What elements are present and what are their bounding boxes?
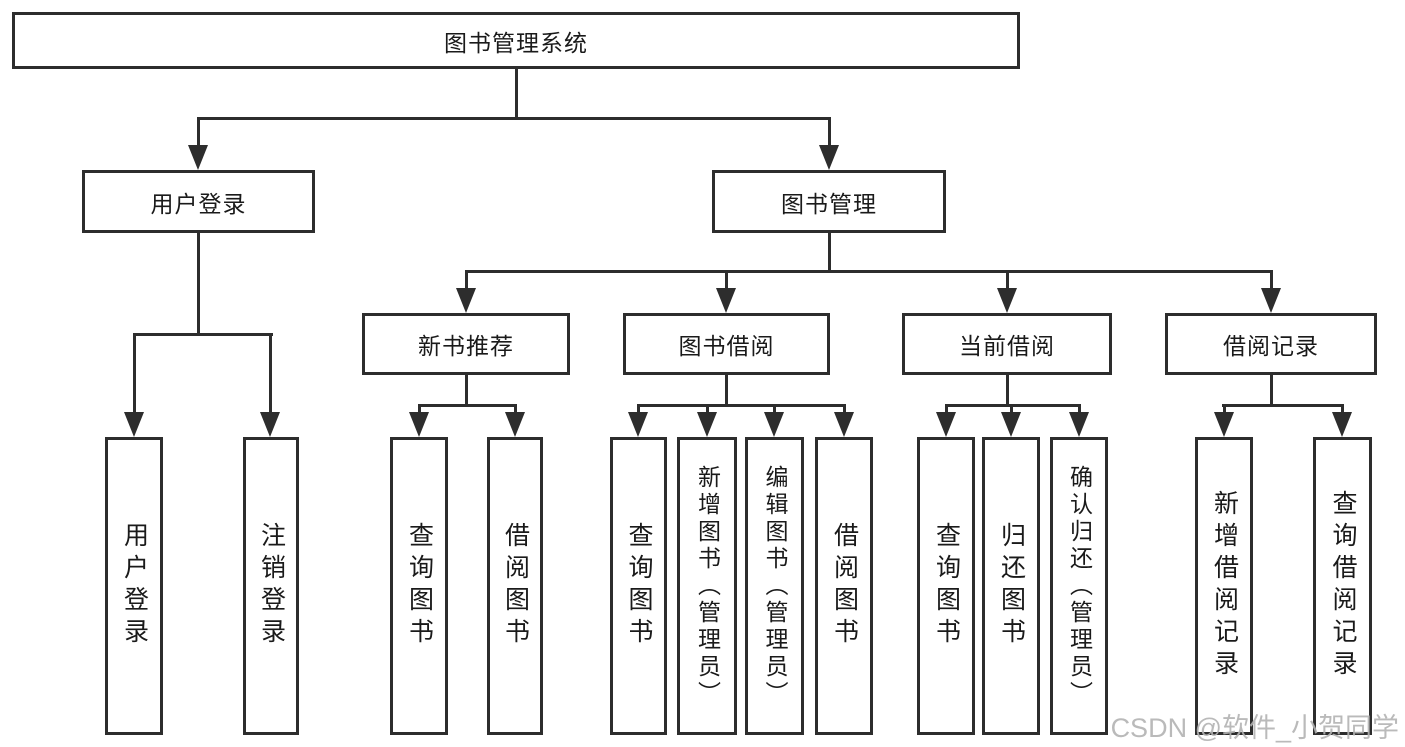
arrowhead-down-icon [819,145,839,170]
connector-root-hline [197,117,831,120]
node-book-management: 图书管理 [712,170,946,233]
leaf-label: 查询图书 [405,522,434,650]
arrowhead-down-icon [124,412,144,437]
connector-sec2-hline [637,404,846,407]
leaf-confirm-return-admin: 确认归还（管理员） [1050,437,1108,735]
arrowhead-down-icon [834,412,854,437]
leaf-label: 确认归还（管理员） [1066,464,1093,708]
connector-sec2-leaf4-stub [843,404,846,414]
connector-sec2-leaf2-stub [706,404,709,414]
connector-book-vline [828,233,831,273]
leaf-query-borrow-record: 查询借阅记录 [1313,437,1372,735]
connector-sec4-vline [1270,375,1273,407]
leaf-label: 注销登录 [257,522,286,650]
node-user-login: 用户登录 [82,170,315,233]
connector-sec4-hline [1222,404,1343,407]
leaf-logout: 注销登录 [243,437,299,735]
leaf-label: 编辑图书（管理员） [762,464,788,708]
leaf-query-books-recommend: 查询图书 [390,437,448,735]
node-book-borrowing-label: 图书借阅 [678,333,775,359]
connector-user-leaf1-stub [133,333,136,413]
connector-sec3-stub [1006,270,1009,290]
leaf-borrow-books-borrowing: 借阅图书 [815,437,873,735]
leaf-edit-book-admin: 编辑图书（管理员） [745,437,804,735]
connector-sec1-leaf1-stub [418,404,421,414]
leaf-return-books: 归还图书 [982,437,1040,735]
connector-sec3-leaf2-stub [1010,404,1013,414]
leaf-label: 查询借阅记录 [1329,490,1357,682]
connector-user-hline [133,333,273,336]
arrowhead-down-icon [697,412,717,437]
arrowhead-down-icon [1261,288,1281,313]
leaf-label: 借阅图书 [830,522,859,650]
arrowhead-down-icon [764,412,784,437]
node-system-root: 图书管理系统 [12,12,1020,69]
connector-sec3-leaf1-stub [945,404,948,414]
leaf-label: 查询图书 [625,522,653,650]
node-new-book-recommend: 新书推荐 [362,313,570,375]
connector-sec1-vline [465,375,468,407]
connector-sec4-stub [1270,270,1273,290]
leaf-label: 用户登录 [120,522,149,650]
connector-sec1-stub [465,270,468,290]
connector-root-vline [515,69,518,119]
node-book-management-label: 图书管理 [781,190,877,217]
connector-sec2-leaf3-stub [773,404,776,414]
connector-user-stub [197,117,200,147]
connector-user-vline [197,233,200,336]
arrowhead-down-icon [1001,412,1021,437]
leaf-borrow-books-recommend: 借阅图书 [487,437,543,735]
connector-sec1-leaf2-stub [514,404,517,414]
leaf-label: 借阅图书 [501,522,530,650]
connector-book-hline [465,270,1273,273]
arrowhead-down-icon [188,145,208,170]
node-new-book-recommend-label: 新书推荐 [418,333,514,359]
leaf-add-book-admin: 新增图书（管理员） [677,437,737,735]
node-system-root-label: 图书管理系统 [444,29,588,56]
node-book-borrowing: 图书借阅 [623,313,830,375]
connector-user-leaf2-stub [269,333,272,413]
arrowhead-down-icon [628,412,648,437]
leaf-label: 新增借阅记录 [1210,490,1239,682]
leaf-user-login: 用户登录 [105,437,163,735]
node-borrowing-records: 借阅记录 [1165,313,1377,375]
connector-sec1-hline [418,404,517,407]
connector-sec2-leaf1-stub [637,404,640,414]
watermark: CSDN @软件_小贺同学 [1110,713,1399,743]
arrowhead-down-icon [936,412,956,437]
leaf-query-books-borrowing: 查询图书 [610,437,667,735]
arrowhead-down-icon [409,412,429,437]
arrowhead-down-icon [1332,412,1352,437]
node-borrowing-records-label: 借阅记录 [1223,333,1319,359]
leaf-label: 查询图书 [932,522,961,650]
connector-sec3-vline [1006,375,1009,407]
arrowhead-down-icon [1214,412,1234,437]
connector-sec4-leaf2-stub [1341,404,1344,414]
leaf-label: 归还图书 [997,522,1026,650]
connector-sec3-leaf3-stub [1078,404,1081,414]
node-user-login-label: 用户登录 [150,190,247,217]
arrowhead-down-icon [997,288,1017,313]
connector-sec2-vline [725,375,728,407]
arrowhead-down-icon [456,288,476,313]
connector-sec2-stub [725,270,728,290]
arrowhead-down-icon [716,288,736,313]
node-current-borrowing-label: 当前借阅 [959,333,1055,359]
arrowhead-down-icon [505,412,525,437]
leaf-label: 新增图书（管理员） [694,464,721,708]
leaf-add-borrow-record: 新增借阅记录 [1195,437,1253,735]
arrowhead-down-icon [1069,412,1089,437]
leaf-query-books-current: 查询图书 [917,437,975,735]
node-current-borrowing: 当前借阅 [902,313,1112,375]
connector-book-stub [828,117,831,147]
connector-sec4-leaf1-stub [1223,404,1226,414]
arrowhead-down-icon [260,412,280,437]
